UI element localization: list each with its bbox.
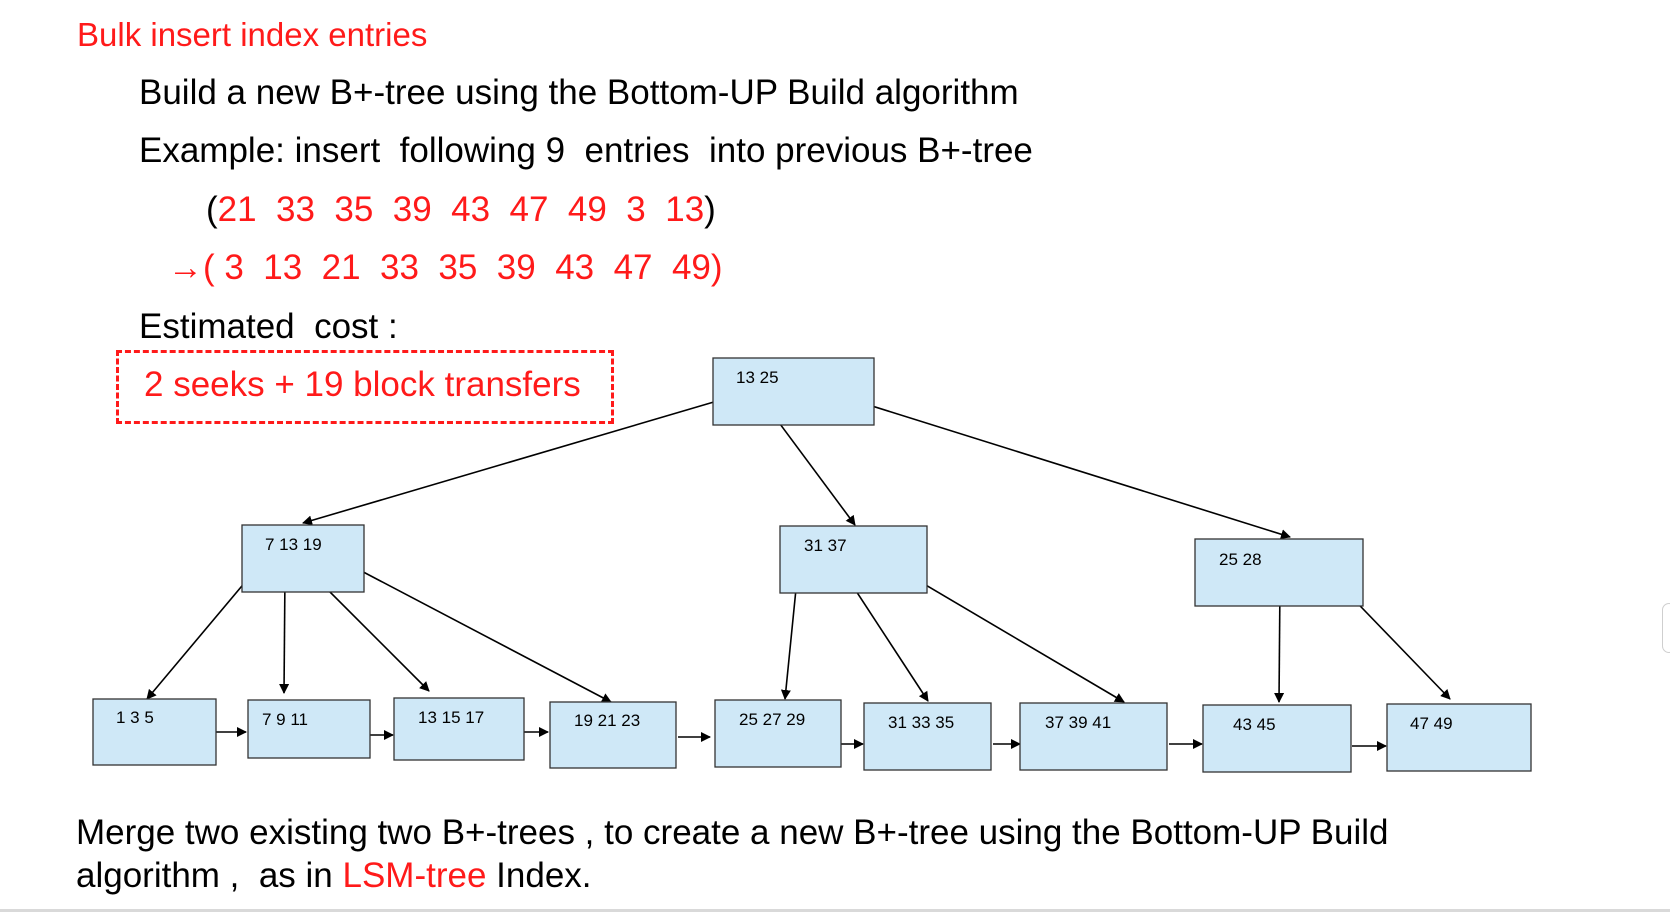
leaf-node-4: 19 21 23 (549, 701, 677, 769)
leaf-node-2-label: 7 9 11 (262, 710, 308, 729)
internal-node-2: 31 37 (779, 525, 928, 594)
edge-root-to-internal-1 (302, 398, 725, 526)
internal-node-1: 7 13 19 (241, 524, 365, 593)
leaf-node-9-label: 47 49 (1410, 714, 1453, 733)
slide-title: Bulk insert index entries (77, 16, 428, 53)
root-node-label: 13 25 (736, 368, 779, 387)
edge-internal-1-to-leaf-1 (146, 567, 258, 700)
leaf-node-3-label: 13 15 17 (418, 708, 484, 727)
internal-node-3-label: 25 28 (1219, 550, 1262, 569)
leaf-node-5-label: 25 27 29 (739, 710, 805, 729)
leaf-node-2: 7 9 11 (247, 699, 371, 759)
internal-node-2-label: 31 37 (804, 536, 847, 555)
leaf-node-6: 31 33 35 (863, 702, 992, 771)
merge-line-2-prefix: algorithm , as in (76, 856, 343, 895)
edge-internal-1-to-leaf-3 (310, 572, 430, 692)
merge-description-line-1: Merge two existing two B+-trees , to cre… (76, 813, 1389, 852)
leaf-node-3: 13 15 17 (393, 697, 525, 761)
root-node: 13 25 (712, 357, 875, 426)
merge-description-line-2: algorithm , as in LSM-tree Index. (76, 858, 592, 893)
cost-value: 2 seeks + 19 block transfers (144, 365, 581, 404)
cost-label: Estimated cost : (139, 307, 398, 346)
leaf-node-6-label: 31 33 35 (888, 713, 954, 732)
leaf-node-7-label: 37 39 41 (1045, 713, 1111, 732)
sorted-entries: →( 3 13 21 33 35 39 43 47 49) (168, 250, 723, 285)
input-open-paren: ( (206, 190, 218, 229)
leaf-node-9: 47 49 (1386, 703, 1532, 772)
scroll-handle[interactable] (1662, 603, 1670, 653)
leaf-node-7: 37 39 41 (1019, 702, 1168, 771)
leaf-node-8-label: 43 45 (1233, 715, 1276, 734)
input-values: 21 33 35 39 43 47 49 3 13 (217, 190, 705, 229)
merge-line-2-suffix: Index. (486, 856, 592, 895)
lsm-tree-term: LSM-tree (342, 856, 487, 895)
bottom-divider (0, 909, 1670, 912)
right-arrow-icon: → (168, 248, 203, 287)
internal-node-1-label: 7 13 19 (265, 535, 322, 554)
leaf-node-5: 25 27 29 (714, 699, 842, 768)
leaf-node-1: 1 3 5 (92, 698, 217, 766)
edge-internal-1-to-leaf-4 (349, 564, 612, 703)
input-close-paren: ) (704, 190, 716, 229)
edge-root-to-internal-3 (804, 384, 1291, 540)
build-description: Build a new B+-tree using the Bottom-UP … (139, 73, 1019, 112)
cost-dashed-box (116, 350, 614, 424)
edge-internal-1-to-leaf-2 (279, 572, 290, 694)
leaf-node-8: 43 45 (1202, 704, 1352, 773)
internal-node-3: 25 28 (1194, 538, 1364, 607)
leaf-node-1-label: 1 3 5 (116, 708, 154, 727)
example-description: Example: insert following 9 entries into… (139, 131, 1033, 170)
sorted-values: ( 3 13 21 33 35 39 43 47 49) (203, 248, 723, 287)
leaf-node-4-label: 19 21 23 (574, 711, 640, 730)
input-entries: (21 33 35 39 43 47 49 3 13) (206, 192, 716, 227)
